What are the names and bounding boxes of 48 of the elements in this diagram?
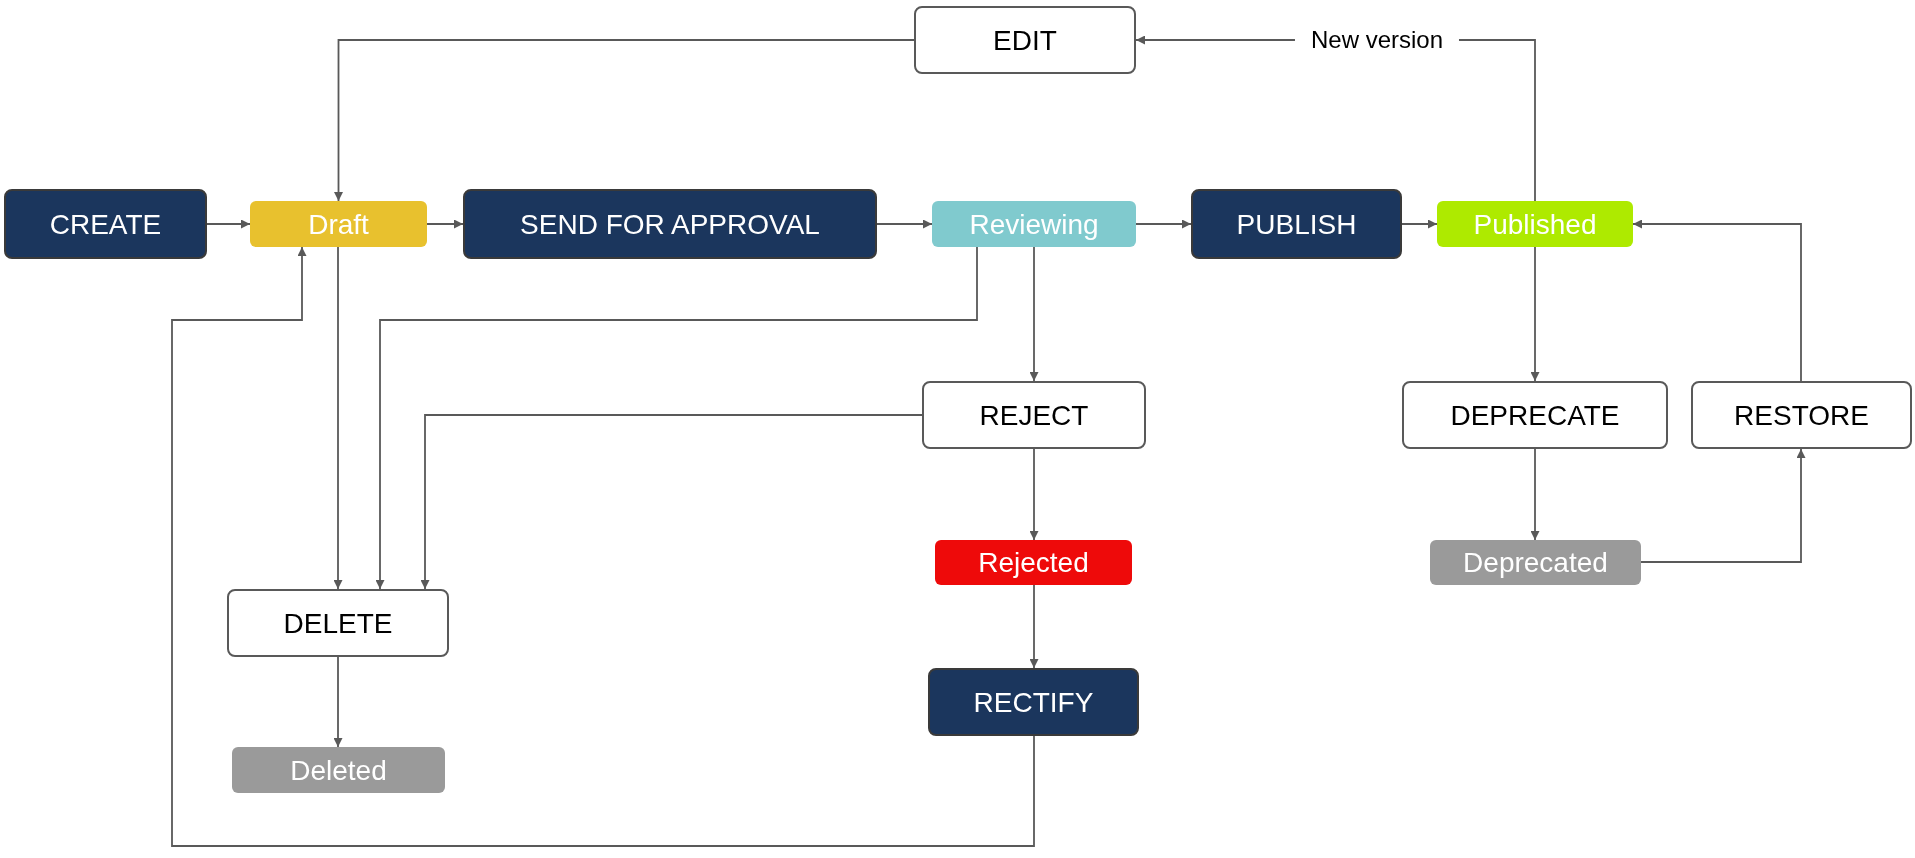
node-label: CREATE [49, 207, 162, 242]
node-label: Draft [308, 207, 369, 242]
arrow [1029, 246, 1039, 382]
node-label: Rejected [978, 546, 1089, 580]
node-label: REJECT [979, 398, 1089, 433]
state-box [1430, 540, 1641, 585]
node-label: RECTIFY [973, 685, 1094, 720]
node-label: Deprecated [1463, 546, 1608, 580]
arrow [334, 39, 915, 202]
action-box [463, 189, 877, 259]
arrow [876, 219, 933, 229]
arrow [171, 246, 1035, 847]
action-box [922, 381, 1146, 449]
action-box [914, 6, 1136, 74]
node-label: DELETE [283, 606, 393, 641]
state-box [932, 201, 1136, 247]
arrow [1530, 448, 1540, 541]
arrow [1135, 219, 1192, 229]
node-label: EDIT [993, 23, 1057, 58]
action-box [1191, 189, 1402, 259]
action-box [1691, 381, 1912, 449]
node-label: PUBLISH [1236, 207, 1357, 242]
action-box [4, 189, 207, 259]
arrow [1401, 219, 1438, 229]
arrow [1632, 219, 1802, 382]
arrow [375, 246, 978, 590]
node-label: DEPRECATE [1450, 398, 1620, 433]
node-label: RESTORE [1734, 398, 1869, 433]
arrow [333, 656, 343, 748]
state-box [250, 201, 427, 247]
node-label: SEND FOR APPROVAL [520, 207, 820, 242]
node-label: Published [1473, 207, 1597, 242]
action-box [227, 589, 449, 657]
state-box [1437, 201, 1633, 247]
action-box [1402, 381, 1668, 449]
arrow [206, 219, 251, 229]
state-box [232, 747, 445, 793]
arrow [333, 246, 343, 590]
arrow [1029, 584, 1039, 669]
node-label: Reviewing [969, 207, 1099, 242]
arrow [426, 219, 464, 229]
arrow [1029, 448, 1039, 541]
arrow [1530, 246, 1540, 382]
state-box [935, 540, 1132, 585]
node-label: Deleted [290, 753, 387, 788]
arrow [1640, 448, 1806, 563]
action-box [928, 668, 1139, 736]
arrow [420, 414, 923, 590]
